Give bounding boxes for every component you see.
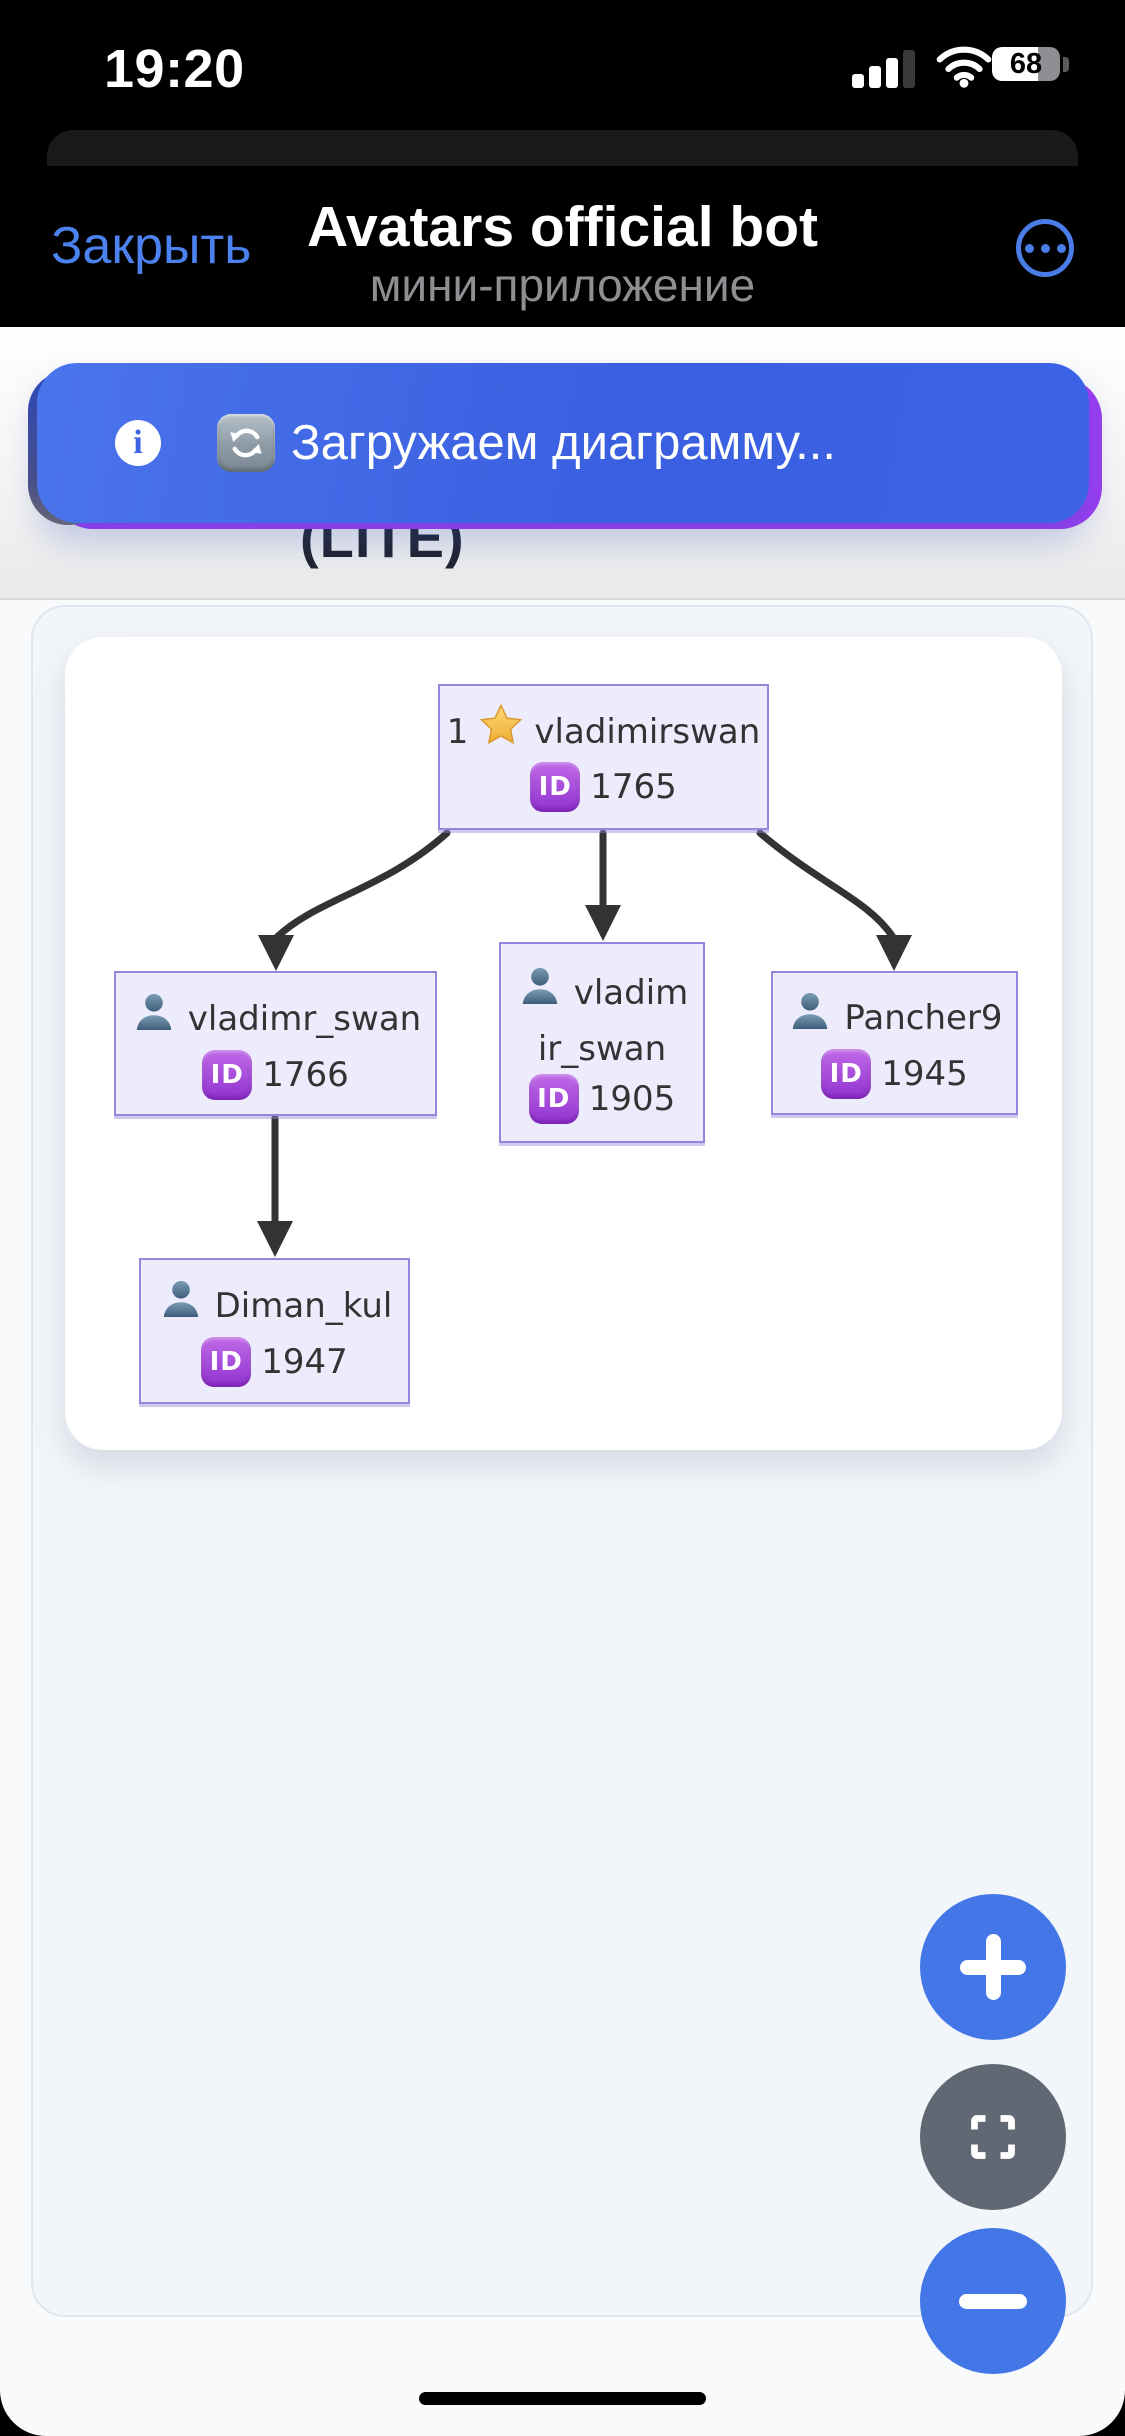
tree-node-grandchild: Diman_kul ID 1947: [139, 1258, 410, 1404]
zoom-out-button[interactable]: [920, 2228, 1066, 2374]
zoom-in-button[interactable]: [920, 1894, 1066, 2040]
arrowhead: [257, 1221, 293, 1257]
ellipsis-icon: [1024, 243, 1034, 253]
fullscreen-button[interactable]: [920, 2064, 1066, 2210]
battery-nub: [1063, 57, 1069, 72]
home-indicator[interactable]: [419, 2392, 706, 2405]
id-icon: ID: [821, 1049, 872, 1099]
loading-toast[interactable]: i Загружаем диаграмму...: [28, 363, 1102, 529]
node-name: ir_swan: [537, 1028, 667, 1069]
page-subtitle: мини-приложение: [369, 259, 756, 311]
node-name: Pancher9: [844, 998, 1003, 1038]
wifi-icon: [936, 44, 992, 93]
node-id: 1945: [881, 1054, 968, 1094]
minus-icon: [959, 2293, 1027, 2309]
person-icon: [516, 962, 564, 1024]
refresh-icon: [217, 414, 275, 472]
signal-strength-icon: [852, 48, 918, 88]
node-id: 1766: [262, 1054, 349, 1095]
tree-node-root: 1 vladimirswan ID 1765: [438, 684, 769, 830]
node-name: vladimr_swan: [187, 998, 422, 1039]
battery-icon: 68: [992, 47, 1060, 81]
status-time: 19:20: [104, 39, 245, 99]
node-id: 1765: [590, 767, 677, 807]
id-icon: ID: [201, 1337, 252, 1387]
node-name: Diman_kul: [214, 1286, 393, 1326]
diagram-edges: [257, 829, 912, 1257]
info-icon: i: [115, 420, 161, 466]
star-icon: [478, 702, 524, 762]
close-button[interactable]: Закрыть: [51, 217, 252, 275]
battery-percent: 68: [1009, 47, 1043, 80]
node-name: vladimirswan: [534, 712, 761, 752]
person-icon: [157, 1275, 205, 1337]
modal-sheet-top: [47, 130, 1078, 166]
node-name: vladim: [573, 972, 689, 1013]
tree-node-child-middle: vladim ir_swan ID 1905: [499, 942, 705, 1143]
loading-text: Загружаем диаграмму...: [291, 416, 837, 470]
id-icon: ID: [528, 1073, 579, 1124]
arrowhead: [258, 935, 294, 971]
tree-node-child-right: Pancher9 ID 1945: [771, 971, 1018, 1115]
arrowhead: [585, 905, 621, 941]
diagram-card: 1 vladimirswan ID 1765 vladimr_swan ID 1…: [65, 637, 1062, 1450]
page-title: Avatars official bot: [307, 195, 818, 259]
person-icon: [786, 987, 834, 1049]
fullscreen-icon: [963, 2107, 1023, 2167]
node-prefix: 1: [446, 712, 469, 752]
edge-root-right: [756, 829, 897, 941]
arrowhead: [876, 935, 912, 971]
person-icon: [130, 988, 178, 1050]
edge-root-left: [273, 829, 451, 941]
id-icon: ID: [202, 1049, 253, 1100]
more-menu-button[interactable]: [1016, 219, 1074, 277]
node-id: 1905: [588, 1078, 676, 1119]
tree-node-child-left: vladimr_swan ID 1766: [114, 971, 437, 1116]
id-icon: ID: [530, 762, 581, 812]
battery-fill: [992, 47, 1039, 81]
node-id: 1947: [261, 1342, 348, 1382]
diagram-panel: 1 vladimirswan ID 1765 vladimr_swan ID 1…: [31, 605, 1093, 2317]
